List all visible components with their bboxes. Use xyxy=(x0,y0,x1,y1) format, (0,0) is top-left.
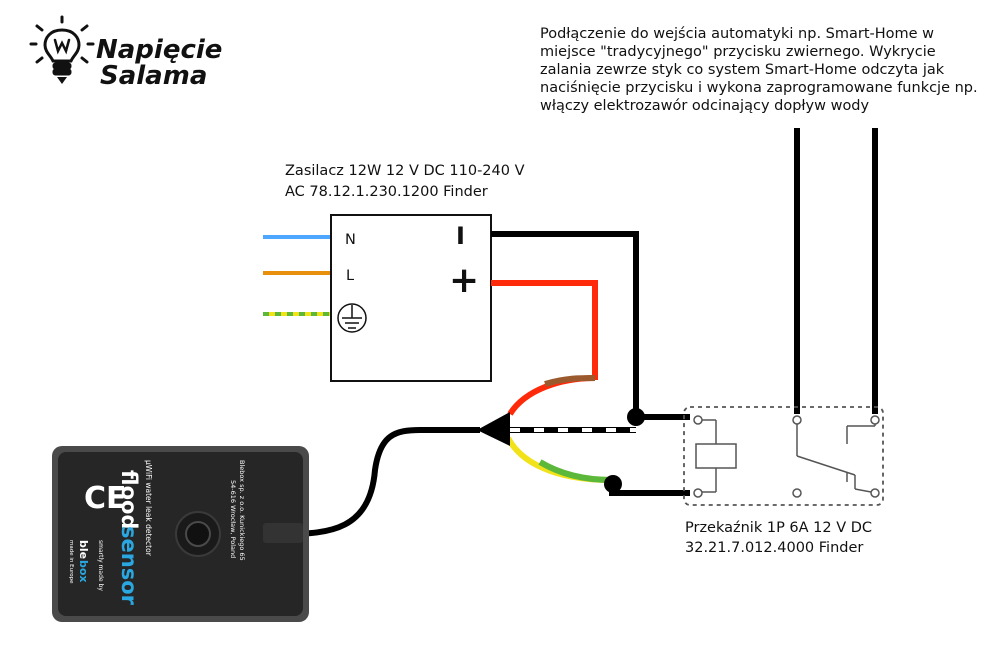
dc-positive-wire xyxy=(491,280,598,380)
relay-label-line1: Przekaźnik 1P 6A 12 V DC xyxy=(685,520,872,536)
terminal-n-label: N xyxy=(345,232,356,248)
relay: Przekaźnik 1P 6A 12 V DC 32.21.7.012.400… xyxy=(683,406,884,556)
power-supply-box xyxy=(330,214,492,382)
power-supply-label-line1: Zasilacz 12W 12 V DC 110-240 V xyxy=(285,163,525,179)
note-line: miejsce "tradycyjnego" przycisku zwierne… xyxy=(540,44,936,60)
power-supply-label-line2: AC 78.12.1.230.1200 Finder xyxy=(285,184,488,200)
product-name: µWiFi water leak detector xyxy=(144,460,153,557)
relay-contact xyxy=(792,415,880,498)
logo-text-line1: Napięcie xyxy=(96,35,222,65)
ground-icon xyxy=(337,303,367,333)
address-line1: Blebox sp. z o.o. Kunickiego 65 xyxy=(238,460,246,561)
logo-text-line2: Salama xyxy=(100,61,207,91)
junction-dot xyxy=(604,475,622,493)
smarthome-input-wires xyxy=(794,128,878,414)
ce-mark: CE xyxy=(84,481,127,516)
light-bulb-icon xyxy=(29,15,95,84)
maker-box: box xyxy=(77,560,90,583)
relay-label-line2: 32.21.7.012.4000 Finder xyxy=(685,540,863,556)
coil-wire-bottom xyxy=(609,484,690,496)
relay-coil xyxy=(693,415,737,498)
cable-splitter xyxy=(477,412,510,446)
relay-housing xyxy=(683,406,884,506)
note-line: zalania zewrze styk co system Smart-Home… xyxy=(540,62,945,78)
sensor-brand: flood sensor xyxy=(117,470,141,606)
smarthome-note: Podłączenie do wejścia automatyki np. Sm… xyxy=(540,26,978,114)
terminal-plus-label: + xyxy=(449,260,479,301)
note-line: naciśnięcie przycisku i wykona zaprogram… xyxy=(540,80,978,96)
smartly-made-by: smartly made by xyxy=(97,540,104,591)
brand-flood: flood xyxy=(117,470,141,529)
maker-ble: ble xyxy=(77,540,90,559)
power-supply: Zasilacz 12W 12 V DC 110-240 V AC 78.12.… xyxy=(263,163,525,382)
terminal-minus-label: I xyxy=(456,222,465,250)
flood-sensor: CE flood sensor µWiFi water leak detecto… xyxy=(52,446,309,622)
maker-logo: ble box xyxy=(77,540,90,583)
sensor-lead-green xyxy=(538,459,613,483)
sensor-lead-brown xyxy=(544,375,596,387)
sensor-cable xyxy=(283,412,510,537)
note-line: Podłączenie do wejścia automatyki np. Sm… xyxy=(540,26,934,42)
address-line2: 54-616 Wrocław, Poland xyxy=(229,480,237,558)
terminal-l-label: L xyxy=(346,268,354,284)
dc-wires xyxy=(491,231,690,496)
dc-negative-wire xyxy=(491,231,639,417)
sensor-cable-gland xyxy=(263,523,303,543)
brand-sensor: sensor xyxy=(117,526,141,606)
junction-dot xyxy=(627,408,645,426)
note-line: włączy elektrozawór odcinający dopływ wo… xyxy=(540,98,870,114)
sensor-probe-center xyxy=(185,521,211,547)
logo: Napięcie Salama xyxy=(29,15,222,91)
made-in: made in Europe xyxy=(68,540,74,584)
